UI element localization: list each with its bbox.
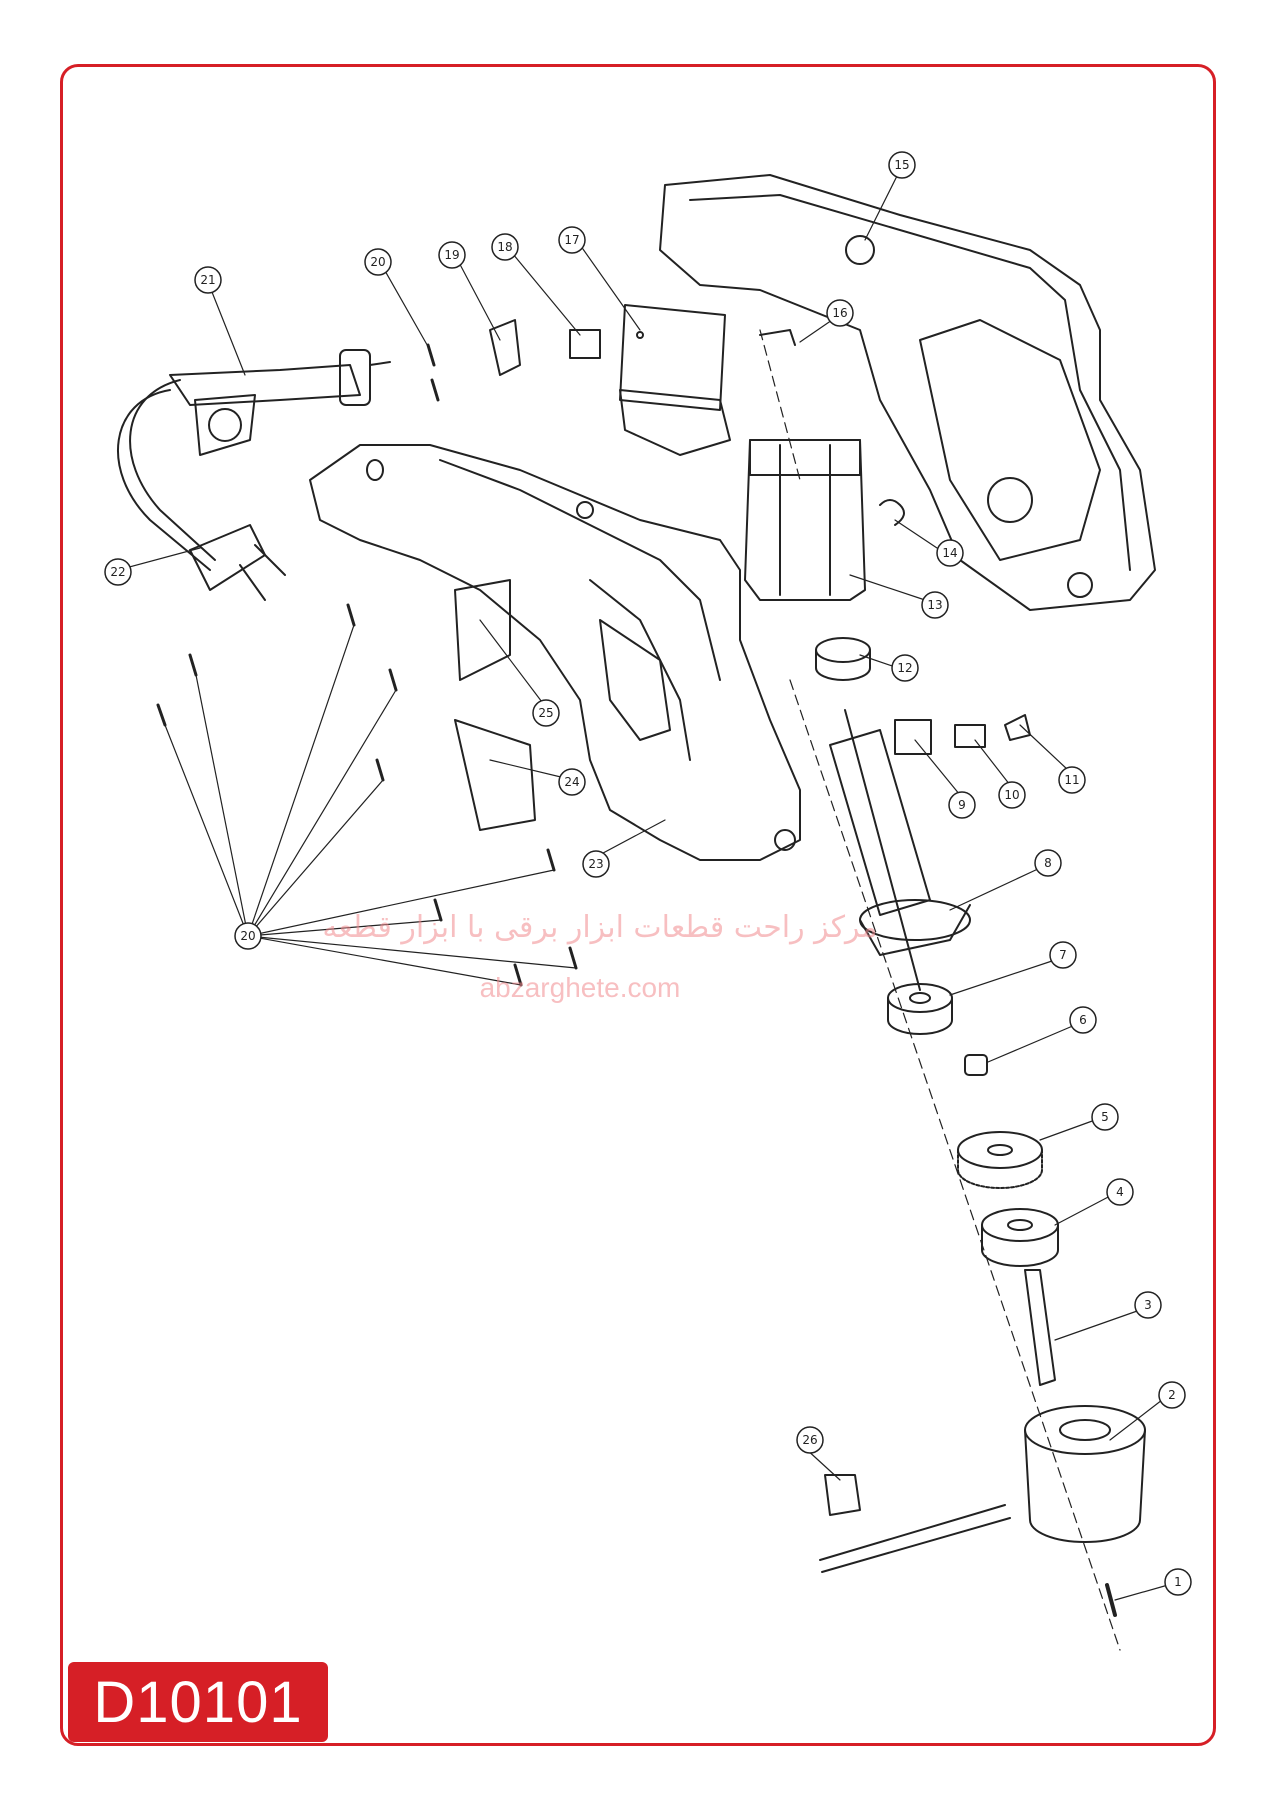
callout-4: 4 [1116,1185,1124,1199]
bearing-large [887,983,953,1035]
callout-20-top: 20 [370,255,385,269]
label-plate [454,579,511,681]
bearing-small [815,637,871,681]
callout-5: 5 [1101,1110,1109,1124]
callout-6: 6 [1079,1013,1087,1027]
brush-cap [1004,714,1031,741]
terminal-wire [759,329,796,346]
callout-13: 13 [927,598,942,612]
output-gear [957,1131,1043,1189]
callout-1: 1 [1174,1575,1182,1589]
callout-2: 2 [1168,1388,1176,1402]
chuck-key [819,1474,1011,1573]
label-sticker [454,719,536,831]
callout-14: 14 [942,546,957,560]
bushing [964,1054,988,1076]
chuck-screw [1105,1583,1117,1617]
drill-chuck [1024,1405,1146,1543]
callout-24: 24 [564,775,579,789]
callout-21: 21 [200,273,215,287]
diagram-border [60,64,1216,1746]
carbon-brush [954,724,986,748]
spindle-bearing [981,1208,1059,1267]
callout-19: 19 [444,248,459,262]
callout-16: 16 [832,306,847,320]
watermark-url: abzarghete.com [479,972,681,1003]
callout-26: 26 [802,1433,817,1447]
callout-8: 8 [1044,856,1052,870]
brush-spring [879,499,905,526]
callout-17: 17 [564,233,579,247]
model-code-badge: D10101 [68,1662,328,1742]
callout-23: 23 [588,857,603,871]
housing-half-left [309,444,801,861]
power-cord [117,349,391,571]
callout-25: 25 [538,706,553,720]
brush-holder [894,719,932,755]
callout-10: 10 [1004,788,1019,802]
callout-9: 9 [958,798,966,812]
trigger-switch [619,304,731,456]
armature [829,709,971,991]
callout-18: 18 [497,240,512,254]
stator [744,439,866,601]
callout-7: 7 [1059,948,1067,962]
capacitor [569,329,601,359]
callout-3: 3 [1144,1298,1152,1312]
assembly-axis-line [789,679,1121,1651]
callout-12: 12 [897,661,912,675]
callout-numbers: 1 2 3 4 5 6 7 8 9 10 11 12 13 14 15 16 1… [110,158,1181,1589]
callout-15: 15 [894,158,909,172]
housing-half-right [659,174,1156,611]
watermark-persian: مرکز راحت قطعات ابزار برقی با ابزار قطعه [322,910,878,945]
power-plug [189,524,286,601]
callout-20: 20 [240,929,255,943]
screw-leader-lines [164,624,577,986]
callout-22: 22 [110,565,125,579]
spindle [1024,1269,1056,1386]
callout-11: 11 [1064,773,1079,787]
cord-clamp [489,319,521,376]
